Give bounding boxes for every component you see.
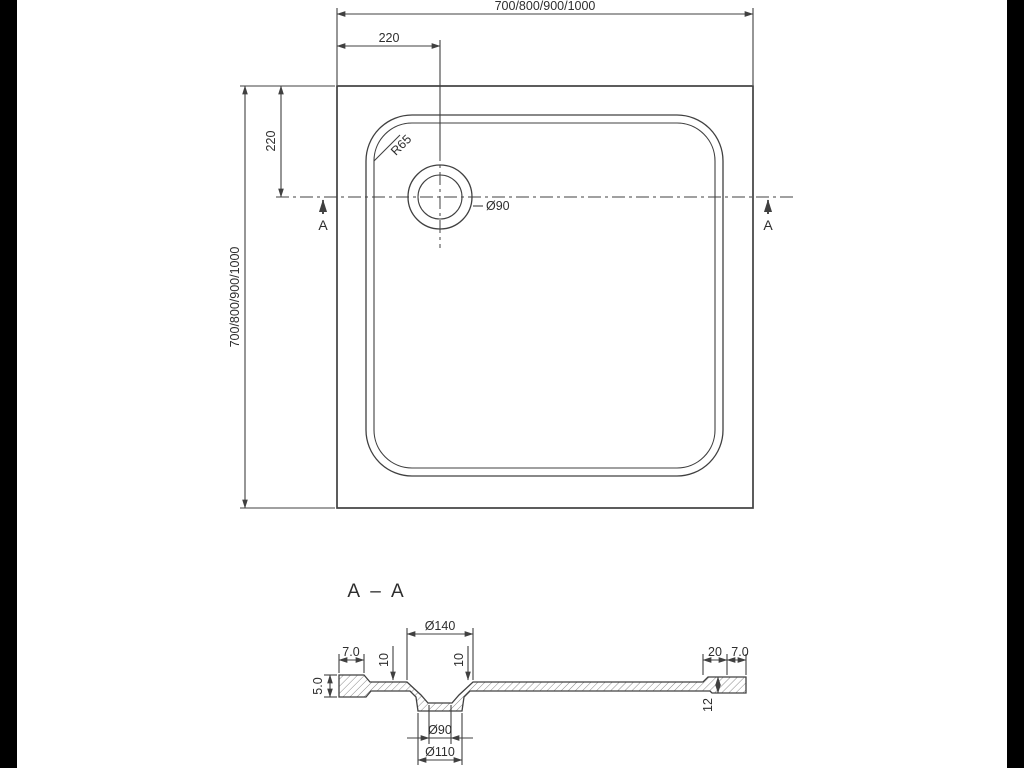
corner-radius-label: R65 [388,132,414,158]
section-cut-markers: A A [318,199,773,233]
tray-outer-edge [336,85,754,509]
dim-drain-hole-diameter: Ø90 [407,705,473,744]
dim-drain-offset-y: 220 [264,85,284,198]
dim-drain-diameter: Ø90 [473,199,510,213]
right-step-label: 20 [708,645,722,659]
funnel-top-diameter-label: Ø140 [425,619,456,633]
overall-height-label: 700/800/900/1000 [228,247,242,348]
dim-right-lip-width: 7.0 [726,645,749,675]
drain-diameter-label: Ø90 [486,199,510,213]
dim-left-edge-height: 5.0 [311,674,337,698]
overall-width-label: 700/800/900/1000 [495,0,596,13]
dim-right-edge-height: 12 [701,676,721,712]
dim-overall-width: 700/800/900/1000 [336,0,754,85]
dim-left-lip-width: 7.0 [338,645,365,673]
section-profile [338,674,747,712]
right-edge-height-label: 12 [701,698,715,712]
dim-drain-offset-x: 220 [336,31,441,150]
dim-overall-height: 700/800/900/1000 [228,85,335,509]
right-lip-width-label: 7.0 [731,645,748,659]
section-marker-left-label: A [318,217,328,233]
right-flat-label: 10 [452,653,466,667]
tray-inner-edge [365,114,724,477]
left-edge-height-label: 5.0 [311,677,325,694]
letterbox-left [0,0,17,768]
dim-drain-recess-diameter: Ø110 [417,713,463,765]
section-title: A – A [347,581,406,602]
drain-recess-diameter-label: Ø110 [425,745,455,759]
drain-offset-y-label: 220 [264,131,278,152]
drain [407,148,473,248]
left-flat-label: 10 [377,653,391,667]
top-view: A A 700/800/900/1000 220 700/800/900/100… [228,0,793,509]
left-lip-width-label: 7.0 [342,645,359,659]
dim-corner-radius: R65 [373,132,414,162]
dim-right-step: 20 [702,645,728,675]
dim-funnel-top-diameter: Ø140 [406,619,474,680]
drain-offset-x-label: 220 [379,31,400,45]
letterbox-right [1007,0,1024,768]
section-marker-right-label: A [763,217,773,233]
dim-left-flat: 10 [377,646,396,681]
section-view: A – A Ø140 7.0 10 10 20 [311,581,749,765]
dim-right-flat: 10 [452,646,471,681]
drain-hole-diameter-label: Ø90 [428,723,452,737]
